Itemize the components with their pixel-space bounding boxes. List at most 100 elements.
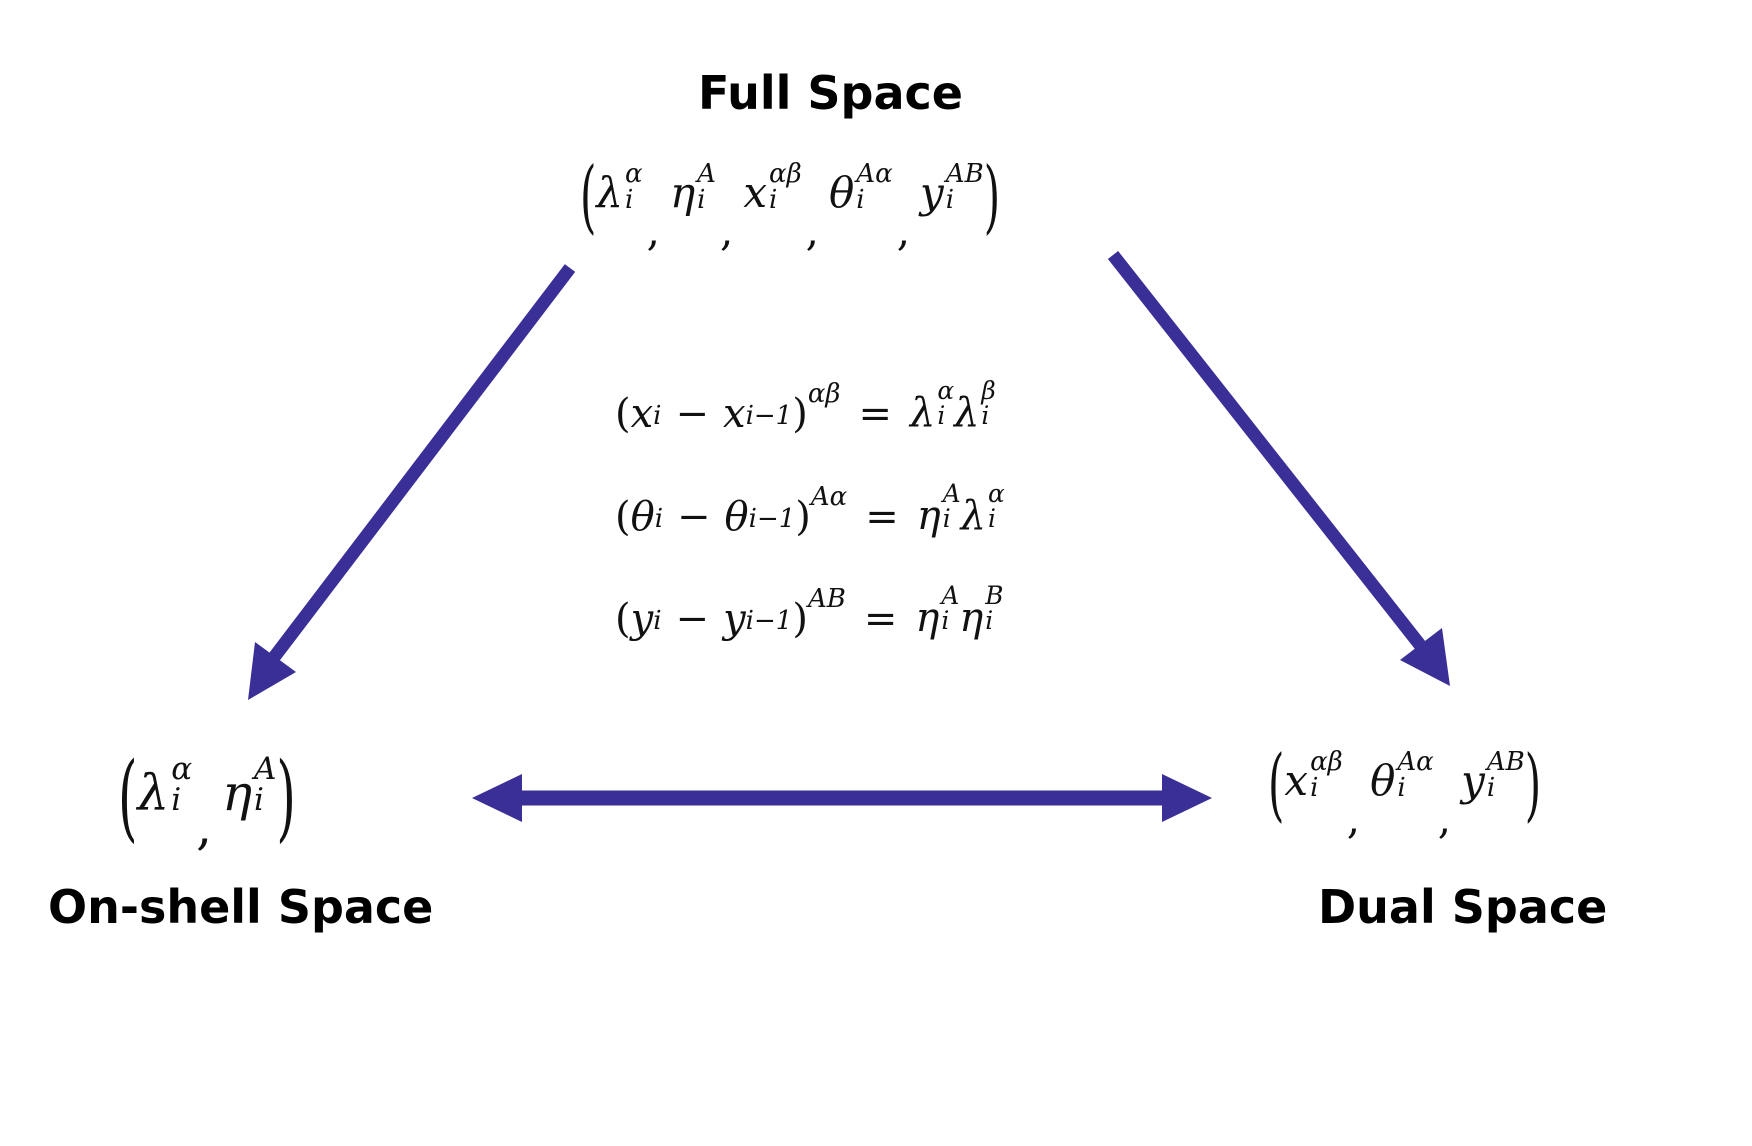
onshell-1-superscript: A (254, 750, 277, 787)
relation-2-rhs-0-subscript: i (941, 605, 950, 635)
full-1-superscript: A (697, 158, 716, 189)
relation-0-sub-b: i−1 (745, 400, 793, 431)
relation-1-rhs-0-superscript: A (942, 478, 961, 508)
dual-2-superscript: AB (1486, 746, 1525, 777)
arrow-onshell-dual (472, 774, 1212, 822)
relation-1-rhs-1-symbol: λ (960, 493, 987, 539)
relation-2-sub-a: i (653, 605, 662, 636)
relation-1-rhs-1-superscript: α (988, 478, 1005, 508)
full-1-subscript: i (697, 184, 706, 215)
onshell-0-subscript: i (171, 781, 182, 818)
onshell-1-subscript: i (254, 781, 264, 818)
relation-0-rhs-0-symbol: λ (909, 390, 936, 436)
dual-1-subscript: i (1397, 772, 1406, 803)
full-comma: , (805, 206, 819, 255)
dual-1-superscript: Aα (1397, 746, 1434, 777)
relation-0-index: αβ (807, 379, 841, 410)
relation-1-sub-b: i−1 (748, 503, 796, 534)
relation-0-open-paren: ( (615, 390, 631, 437)
relation-2-minus: − (675, 595, 710, 642)
relation-2-sub-b: i−1 (745, 605, 793, 636)
relation-0-var-b: x (723, 390, 746, 437)
relation-2-var-a: y (630, 595, 654, 642)
relation-1-minus: − (677, 493, 711, 540)
arrow-onshell-dual-head-left (472, 774, 522, 822)
arrow-full-to-onshell-head (248, 642, 296, 700)
full-close-paren: ) (983, 149, 1001, 243)
full-4-subscript: i (945, 184, 955, 215)
onshell-space-label: On-shell Space (48, 880, 434, 934)
relation-0-sub-a: i (653, 400, 662, 431)
arrow-full-to-onshell (248, 264, 576, 700)
relation-0-close-paren: ) (792, 390, 808, 437)
dual-2-subscript: i (1486, 772, 1496, 803)
relation-1-sub-a: i (654, 503, 664, 534)
dual-0-superscript: αβ (1310, 746, 1343, 777)
relation-2-var-b: y (723, 595, 746, 642)
dual-close-paren: ) (1524, 737, 1542, 831)
dual-comma: , (1346, 794, 1361, 843)
full-comma: , (719, 206, 734, 255)
relation-1-rhs-1-subscript: i (988, 503, 996, 533)
full-comma: , (646, 206, 660, 255)
onshell-1-symbol: η (222, 763, 253, 822)
relation-0-var-a: x (630, 390, 654, 437)
full-4-symbol: y (920, 168, 944, 218)
relation-0-minus: − (675, 390, 710, 437)
full-3-superscript: Aα (856, 158, 893, 189)
full-space-label: Full Space (698, 66, 963, 120)
relation-2-rhs-1-subscript: i (985, 605, 994, 635)
onshell-close-paren: ) (276, 741, 296, 853)
relation-2-rhs-0-superscript: A (941, 580, 960, 610)
relation-2-rhs-0-symbol: η (915, 595, 940, 641)
relation-0-rhs-1-superscript: β (981, 375, 996, 405)
relation-1-rhs-0-subscript: i (942, 503, 951, 533)
arrow-onshell-dual-head-right (1162, 774, 1212, 822)
relation-0-rhs-0-subscript: i (937, 400, 946, 430)
relation-2-close-paren: ) (792, 595, 808, 642)
relation-1-var-b: θ (724, 493, 749, 540)
dual-1-symbol: θ (1370, 756, 1396, 806)
relation-2-rhs-1-superscript: B (985, 580, 1004, 610)
relation-1-equals: = (865, 493, 899, 540)
dual-comma: , (1437, 794, 1452, 843)
onshell-comma: , (196, 798, 213, 856)
full-2-subscript: i (769, 184, 778, 215)
relation-1-open-paren: ( (615, 493, 631, 540)
dual-0-symbol: x (1284, 756, 1309, 806)
dual-open-paren: ( (1268, 737, 1285, 831)
onshell-0-symbol: λ (137, 763, 170, 822)
